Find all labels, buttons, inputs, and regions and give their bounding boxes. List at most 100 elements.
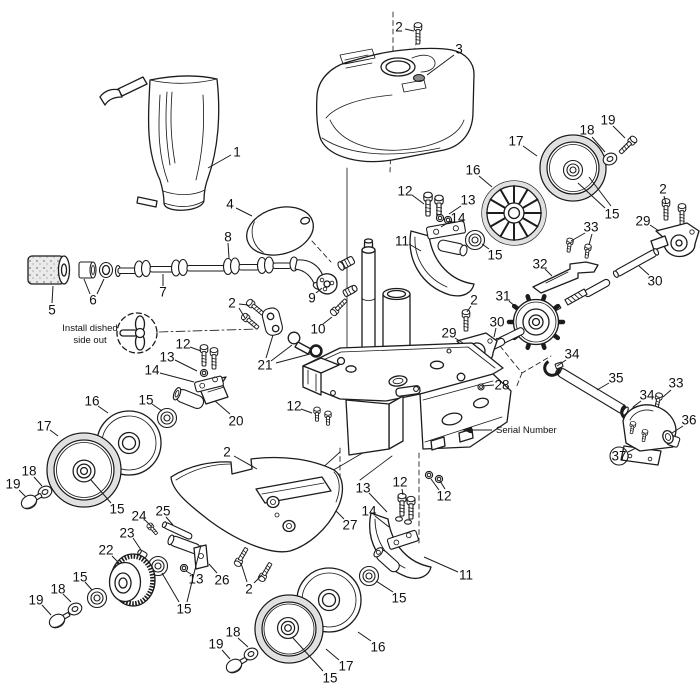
part-label-19: 19 — [28, 593, 43, 608]
roller-and-bushings — [27, 255, 114, 285]
leader-line-15 — [186, 544, 202, 603]
leader-line-5 — [51, 285, 54, 304]
leader-line-12 — [401, 488, 404, 496]
shaft-and-housing-right — [541, 355, 681, 466]
part-label-13: 13 — [159, 350, 174, 365]
part-label-34: 34 — [564, 347, 580, 362]
leader-line-21 — [275, 353, 311, 364]
wheel-set-left — [18, 410, 162, 513]
part-label-23: 23 — [119, 526, 134, 541]
leader-line-20 — [214, 400, 231, 415]
leader-line-21 — [270, 344, 293, 362]
leader-line-33 — [570, 232, 586, 242]
leader-line-18 — [237, 637, 249, 648]
part-label-30: 30 — [489, 315, 504, 330]
part-label-31: 31 — [495, 289, 510, 304]
leader-line-15 — [577, 182, 606, 209]
bottom-pan-drawing — [170, 456, 344, 553]
leader-line-2 — [404, 28, 415, 32]
hardware-21 — [239, 297, 323, 358]
part-label-2: 2 — [659, 182, 667, 197]
leader-line-3 — [426, 54, 455, 76]
part-label-19: 19 — [5, 477, 20, 492]
blade-11-center — [409, 191, 475, 297]
leader-line-19 — [221, 649, 231, 660]
serial-number-annotation: Serial Number — [462, 425, 557, 436]
screw-2-top — [413, 22, 423, 45]
leader-line-2 — [466, 305, 472, 313]
leader-line-29 — [649, 224, 660, 232]
part-label-4: 4 — [226, 197, 234, 212]
part-label-33: 33 — [668, 376, 683, 391]
leader-line-26 — [208, 563, 218, 574]
install-note-line2: side out — [73, 335, 107, 346]
nut-13-a — [435, 213, 445, 223]
chassis-drawing — [302, 342, 512, 456]
float-drawing — [246, 206, 314, 256]
leader-line-14 — [374, 515, 390, 528]
leader-line-30 — [638, 265, 650, 276]
part-label-27: 27 — [342, 518, 357, 533]
leader-line-12 — [300, 408, 313, 414]
leader-line-11 — [408, 243, 422, 252]
leader-line-2 — [663, 195, 667, 205]
part-label-5: 5 — [48, 303, 56, 318]
fittings-9-10 — [316, 256, 358, 318]
screw-10 — [328, 296, 350, 318]
part-label-18: 18 — [579, 123, 594, 138]
part-label-11: 11 — [395, 234, 409, 249]
leader-line-35 — [596, 382, 610, 391]
leader-line-36 — [671, 425, 684, 434]
leader-line-24 — [144, 519, 152, 527]
part-label-15: 15 — [138, 393, 153, 408]
part-label-7: 7 — [159, 285, 167, 300]
leader-line-18 — [62, 593, 72, 603]
leader-line-12 — [411, 194, 425, 205]
part-label-18: 18 — [225, 625, 240, 640]
part-label-18: 18 — [21, 464, 36, 479]
leader-line-2 — [238, 307, 246, 319]
part-label-22: 22 — [98, 543, 113, 558]
leader-line-13 — [448, 205, 462, 215]
leader-line-25 — [165, 516, 174, 526]
part-label-29: 29 — [441, 326, 456, 341]
install-note-group: Install dished side out — [62, 312, 158, 354]
leader-line-12 — [189, 346, 202, 352]
part-label-14: 14 — [361, 504, 377, 519]
part-label-11: 11 — [459, 568, 473, 583]
leader-line-15 — [161, 572, 180, 603]
leader-line-6 — [96, 278, 105, 295]
part-label-2: 2 — [245, 582, 253, 597]
leader-line-15 — [292, 637, 324, 672]
part-label-2: 2 — [470, 293, 478, 308]
part-label-3: 3 — [455, 42, 463, 57]
part-label-6: 6 — [89, 293, 97, 308]
part-label-24: 24 — [131, 509, 147, 524]
part-label-37: 37 — [611, 449, 626, 464]
leader-line-1 — [207, 154, 232, 169]
leader-line-12 — [439, 480, 446, 490]
leader-line-31 — [508, 300, 518, 309]
part-label-13: 13 — [355, 481, 370, 496]
part-label-13: 13 — [460, 193, 475, 208]
leader-line-19 — [18, 489, 27, 498]
filter-bag-drawing — [99, 75, 220, 211]
part-label-13: 13 — [188, 572, 203, 587]
install-note-line1: Install dished — [62, 323, 117, 334]
leader-line-14 — [440, 220, 452, 228]
part-label-2: 2 — [228, 296, 236, 311]
leader-line-2 — [240, 562, 248, 583]
part-label-15: 15 — [604, 207, 619, 222]
wheel-set-bottom — [223, 546, 362, 677]
leader-line-33 — [662, 389, 672, 398]
leader-line-15 — [84, 581, 93, 591]
part-label-12: 12 — [392, 475, 407, 490]
leader-line-27 — [335, 510, 345, 520]
leader-line-17 — [325, 648, 340, 661]
leader-line-28 — [481, 384, 495, 387]
part-label-15: 15 — [487, 248, 502, 263]
part-label-17: 17 — [508, 134, 523, 149]
serial-number-label: Serial Number — [496, 425, 557, 436]
